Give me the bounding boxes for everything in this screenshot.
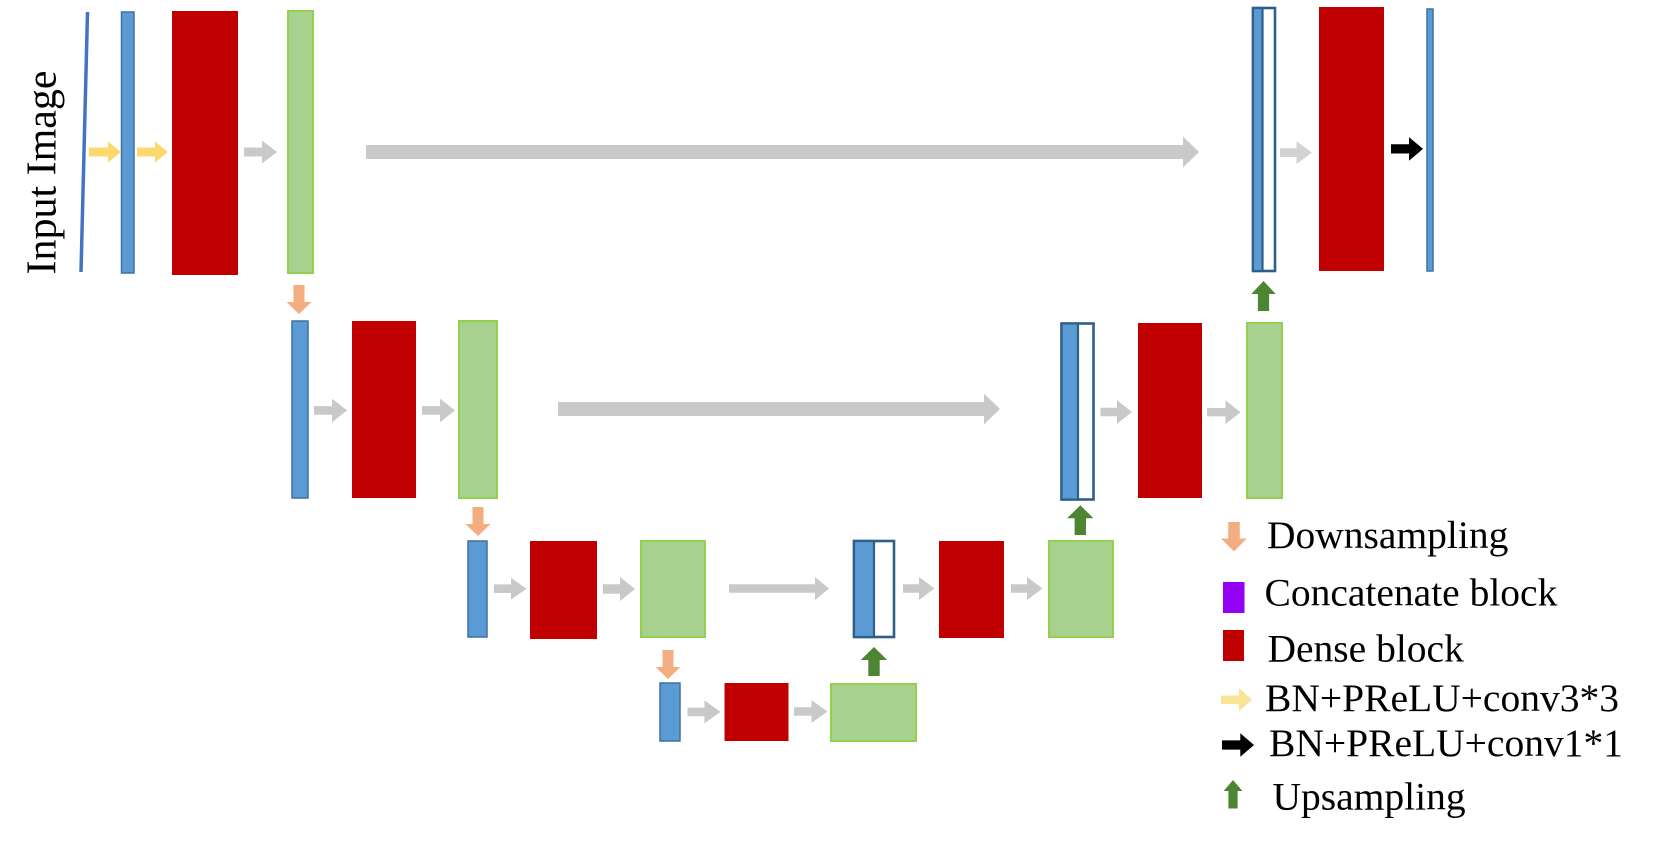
svg-text:BN+PReLU+conv1*1: BN+PReLU+conv1*1 xyxy=(1269,721,1623,765)
svg-text:Downsampling: Downsampling xyxy=(1267,513,1508,557)
svg-text:Upsampling: Upsampling xyxy=(1273,775,1466,819)
svg-text:BN+PReLU+conv3*3: BN+PReLU+conv3*3 xyxy=(1265,676,1619,720)
svg-text:Concatenate block: Concatenate block xyxy=(1265,571,1558,615)
svg-text:Dense block: Dense block xyxy=(1268,627,1465,671)
svg-text:Input Image: Input Image xyxy=(20,70,66,274)
